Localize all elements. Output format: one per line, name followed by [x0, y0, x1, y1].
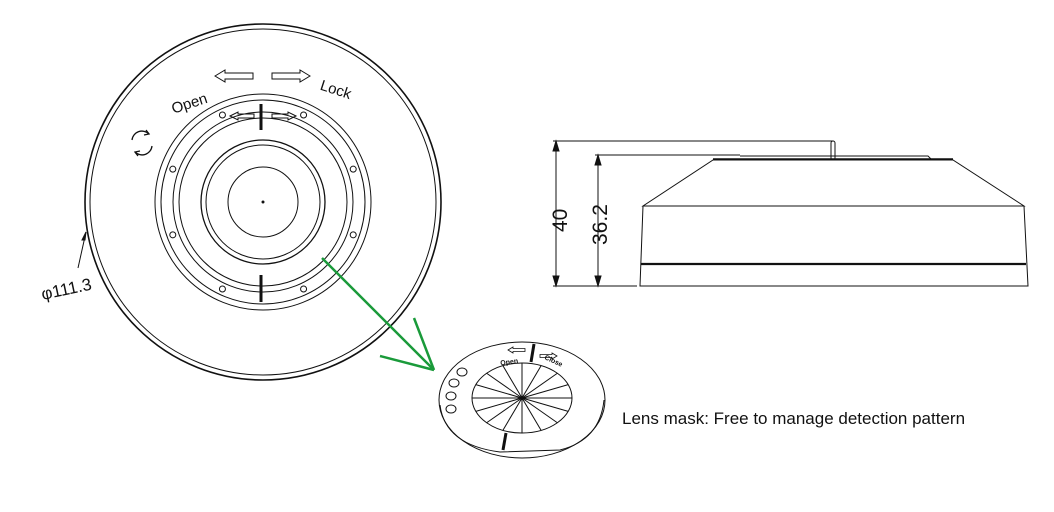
mask-open-label: Open — [500, 358, 519, 367]
screw-icon — [169, 165, 177, 173]
spoke — [486, 397, 523, 424]
open-label: Open — [169, 90, 209, 118]
small-open-arrow-icon — [228, 111, 255, 121]
screw-icon — [349, 165, 357, 173]
screws — [169, 111, 357, 293]
rotate-icon — [131, 129, 153, 157]
diameter-label: φ111.3 — [40, 275, 94, 304]
lock-label: Lock — [318, 77, 354, 103]
screw-icon — [300, 111, 308, 119]
screw-icon — [169, 231, 177, 239]
spoke — [521, 372, 558, 399]
front-view — [77, 23, 442, 381]
spoke — [521, 384, 569, 399]
lens-mask-caption: Lens mask: Free to manage detection patt… — [622, 409, 965, 428]
spoke — [475, 384, 523, 399]
arrow-to-lens-mask — [321, 257, 436, 372]
screw-icon — [218, 111, 226, 119]
spoke — [521, 365, 542, 399]
lens-mask-spokes — [472, 363, 572, 433]
mask-close-label: Close — [543, 354, 563, 368]
spoke — [521, 397, 558, 424]
lock-arrow-icon — [271, 69, 311, 83]
height-total-label: 40 — [549, 209, 572, 232]
small-lock-arrow-icon — [271, 111, 298, 121]
height-body-label: 36.2 — [589, 204, 612, 245]
lens-mask — [438, 341, 606, 459]
screw-icon — [218, 285, 226, 293]
side-view — [552, 139, 1029, 288]
spoke — [521, 397, 569, 412]
screw-icon — [349, 231, 357, 239]
spoke — [521, 397, 542, 431]
spoke — [486, 372, 523, 399]
open-arrow-icon — [214, 69, 254, 83]
spoke — [475, 397, 523, 412]
screw-icon — [300, 285, 308, 293]
spoke — [502, 397, 523, 431]
spoke — [502, 365, 523, 399]
